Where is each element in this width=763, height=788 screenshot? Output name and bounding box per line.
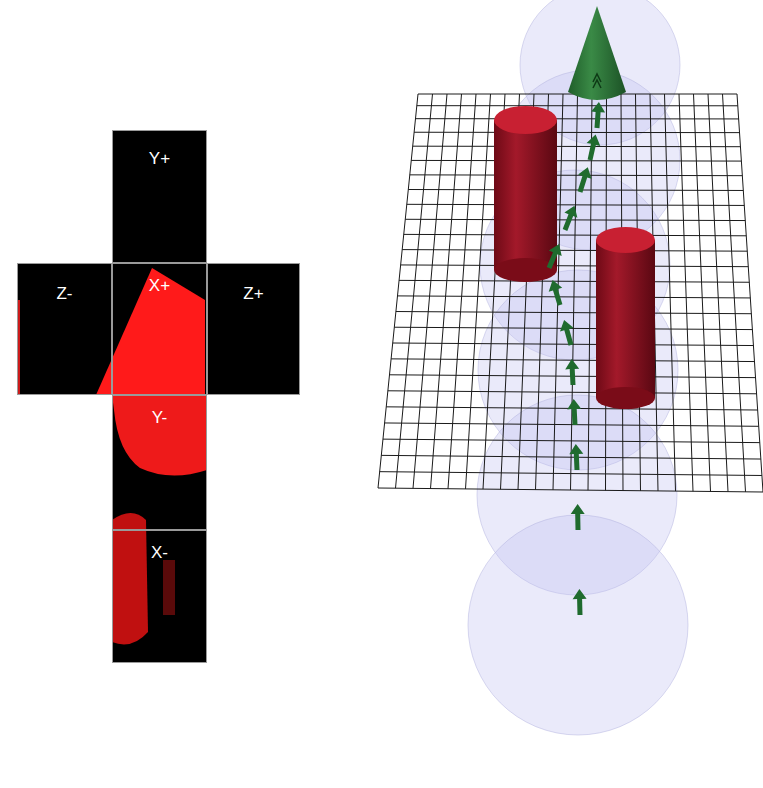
grid-line — [679, 94, 693, 491]
face-label: Y+ — [113, 149, 206, 169]
path-arrow — [567, 399, 581, 425]
cube-face: Z- — [17, 263, 112, 395]
cube-face: X+ — [112, 263, 207, 395]
grid-line — [394, 327, 752, 329]
path-arrow — [549, 280, 563, 306]
obstacle-cylinder — [494, 106, 557, 282]
path-arrow — [571, 504, 585, 530]
path-arrow — [569, 444, 583, 470]
obstacle-cylinder — [596, 227, 655, 409]
grid-line — [737, 94, 763, 492]
path-arrow — [591, 102, 605, 128]
grid-line — [404, 234, 747, 235]
grid-line — [381, 455, 761, 459]
cube-faces — [17, 130, 300, 663]
grid-line — [410, 174, 743, 176]
grid-line — [385, 423, 759, 426]
grid-line — [378, 94, 418, 488]
grid-line — [413, 94, 447, 488]
ground-grid — [378, 94, 763, 492]
grid-line — [405, 219, 745, 220]
grid-line — [448, 94, 476, 489]
grid-line — [665, 94, 676, 491]
grid-line — [407, 204, 744, 205]
grid-line — [378, 488, 763, 492]
grid-line — [411, 160, 741, 162]
grid-line — [383, 439, 760, 443]
grid-line — [388, 391, 757, 394]
path-arrows — [547, 102, 605, 615]
grid-line — [398, 296, 751, 298]
path-arrow — [563, 206, 578, 231]
face-label: Z- — [18, 284, 111, 304]
cube-face: Y- — [112, 395, 207, 530]
grid-line — [396, 94, 433, 488]
grid-line — [399, 280, 749, 282]
path-arrow — [573, 589, 587, 615]
visibility-spheres — [468, 0, 688, 735]
grid-line — [413, 146, 741, 148]
grid-line — [708, 94, 728, 492]
grid-line — [380, 472, 762, 476]
grid-line — [417, 105, 738, 106]
face-label: X+ — [113, 276, 206, 296]
path-arrow — [547, 244, 562, 269]
path-arrow — [578, 167, 592, 193]
grid-line — [402, 250, 747, 252]
cube-face: Y+ — [112, 130, 207, 263]
grid-line — [408, 189, 743, 191]
path-arrow — [565, 359, 579, 385]
cube-face: Z+ — [207, 263, 300, 395]
face-label: Y- — [113, 408, 206, 428]
face-label: Z+ — [208, 284, 299, 304]
grid-line — [396, 312, 751, 314]
grid-line — [723, 94, 746, 492]
face-label: X- — [113, 543, 206, 563]
cube-face: X- — [112, 530, 207, 663]
grid-line — [414, 132, 739, 133]
grid-line — [415, 118, 738, 119]
grid-line — [431, 94, 462, 489]
goal-cone — [568, 6, 626, 100]
path-arrow — [587, 135, 601, 161]
path-arrow — [560, 320, 574, 346]
grid-line — [401, 265, 749, 267]
grid-line — [694, 94, 711, 491]
grid-line — [571, 94, 578, 490]
